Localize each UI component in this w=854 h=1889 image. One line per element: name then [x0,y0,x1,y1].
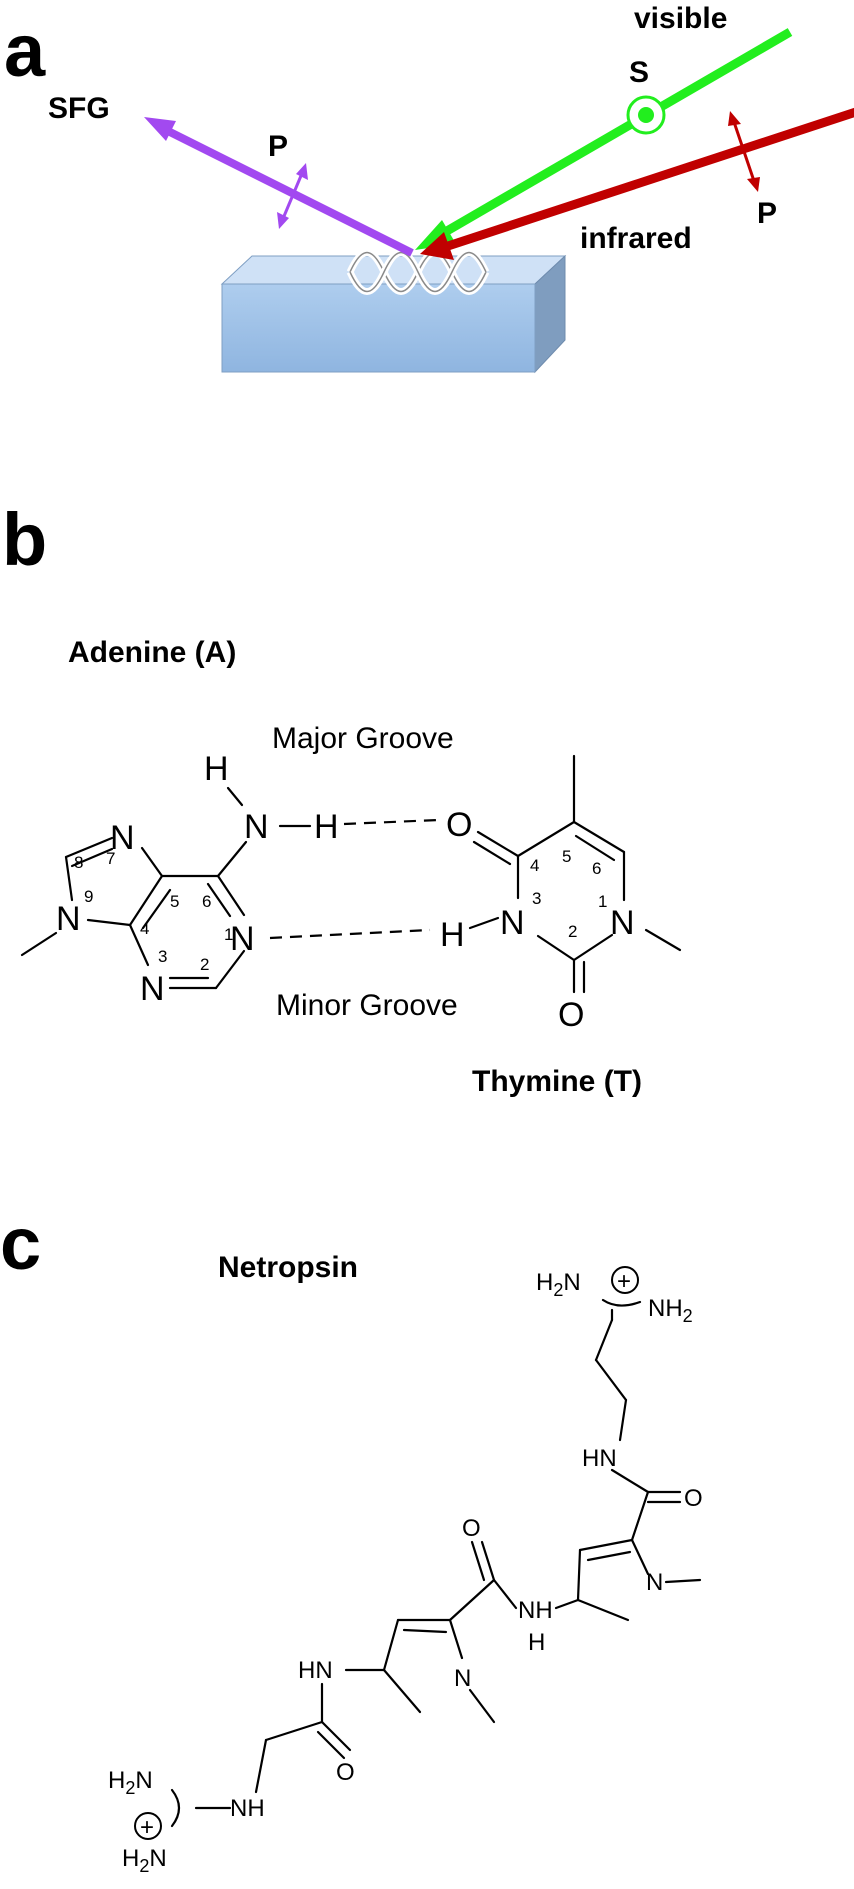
plus-charge-icon-bottom [134,1812,162,1840]
adenine-num-5: 5 [170,892,179,911]
infrared-label: infrared [580,222,692,255]
hydrogen-bond-upper [343,818,439,826]
visible-label: visible [634,2,727,35]
thymine-structure [468,754,682,994]
bottom-plus: + [140,1814,154,1841]
infrared-polarization-label: P [757,197,777,230]
panel-b: b Adenine (A) Major Groove Minor Groove … [2,498,682,1098]
adenine-num-3: 3 [158,947,167,966]
amide-h-middle: H [528,1629,545,1656]
major-groove-label: Major Groove [272,722,454,755]
adenine-n1: N [230,920,255,958]
thymine-h-n3: H [440,916,465,954]
netropsin-title: Netropsin [218,1251,358,1284]
carbonyl-o-bottom: O [336,1759,355,1786]
adenine-num-2: 2 [200,955,209,974]
adenine-n9: N [56,900,81,938]
thymine-title: Thymine (T) [472,1065,642,1098]
adenine-structure [20,786,312,990]
adenine-num-7: 7 [106,849,115,868]
thymine-o4: O [446,806,472,844]
thymine-num-5: 5 [562,847,571,866]
dna-helix-icon [346,249,490,295]
adenine-n7: N [110,819,135,857]
pyrrole-n-left: N [454,1665,471,1692]
visible-beam [415,28,793,250]
thymine-num-1: 1 [598,892,607,911]
adenine-n3: N [140,970,165,1008]
adenine-num-8: 8 [74,853,83,872]
panel-c-letter: c [0,1202,41,1285]
sfg-beam [144,117,414,257]
top-h2n-label: H2N [536,1269,581,1300]
carbonyl-o-middle: O [462,1515,481,1542]
adenine-num-9: 9 [84,887,93,906]
pyrrole-n-right: N [646,1569,663,1596]
top-nh2-label: NH2 [648,1295,693,1326]
prism [220,254,567,374]
panel-c: c Netropsin + [0,1202,703,1876]
adenine-title: Adenine (A) [68,636,236,669]
adenine-num-6: 6 [202,892,211,911]
thymine-num-3: 3 [532,889,541,908]
panel-b-letter: b [2,498,47,581]
amide-nh-middle: NH [518,1597,553,1624]
thymine-num-2: 2 [568,922,577,941]
thymine-num-4: 4 [530,856,539,875]
adenine-h-amino-top: H [204,750,229,788]
visible-polarization-label: S [629,56,649,89]
amide-hn-top: HN [582,1445,617,1472]
thymine-num-6: 6 [592,859,601,878]
adenine-n6: N [244,808,269,846]
infrared-beam [420,107,854,260]
amide-hn-left: HN [298,1657,333,1684]
sfg-polarization-label: P [268,130,288,163]
minor-groove-label: Minor Groove [276,989,458,1022]
netropsin-structure: + [134,1266,702,1841]
panel-a-letter: a [4,9,46,92]
adenine-num-4: 4 [140,919,149,938]
plus-charge-icon [611,1266,639,1294]
hydrogen-bond-lower [269,928,431,940]
guanidine-nh: NH [230,1795,265,1822]
thymine-o2: O [558,996,584,1034]
adenine-num-1: 1 [224,925,233,944]
guanidine-h2n-bottom: H2N [122,1845,167,1876]
thymine-n3: N [500,904,525,942]
carbonyl-o-top: O [684,1485,703,1512]
sfg-label: SFG [48,92,110,125]
panel-a: a SFG P [4,2,854,374]
guanidine-h2n-top: H2N [108,1767,153,1798]
thymine-n1: N [610,904,635,942]
top-plus: + [617,1268,631,1295]
adenine-h-amino: H [314,808,339,846]
